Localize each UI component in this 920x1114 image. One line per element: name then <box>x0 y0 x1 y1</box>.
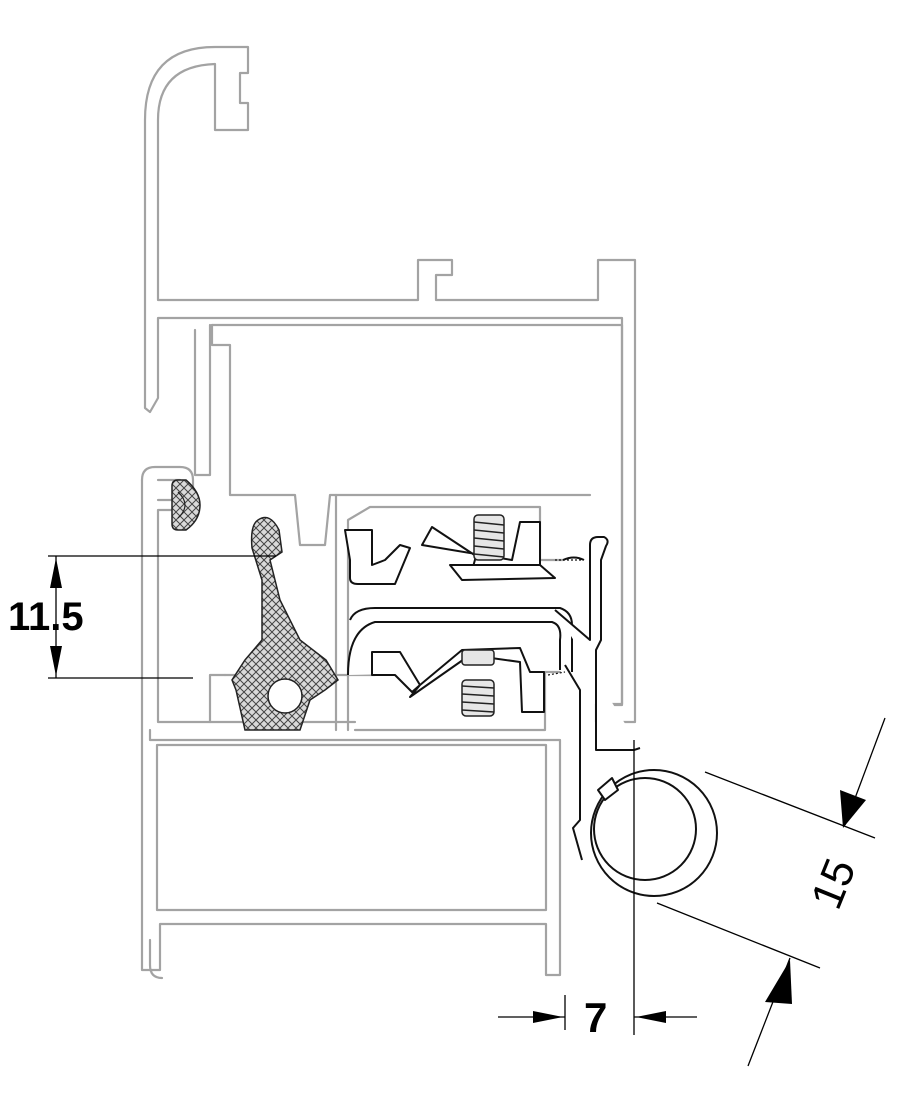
lower-screw <box>461 649 495 717</box>
dimension-15: 15 <box>656 717 886 1067</box>
dimension-11-5: 11.5 <box>8 555 276 679</box>
main-gasket <box>231 516 339 731</box>
dimension-7: 7 <box>498 740 697 1041</box>
lower-clip <box>347 607 573 717</box>
dimension-label-15: 15 <box>802 852 866 916</box>
hinge-leaf <box>547 536 641 861</box>
dimension-label-11-5: 11.5 <box>8 595 84 639</box>
upper-clip <box>344 514 556 585</box>
upper-screw <box>473 514 505 561</box>
dimension-label-7: 7 <box>584 994 607 1041</box>
small-gasket <box>171 479 201 531</box>
hinge-tube <box>590 769 718 897</box>
